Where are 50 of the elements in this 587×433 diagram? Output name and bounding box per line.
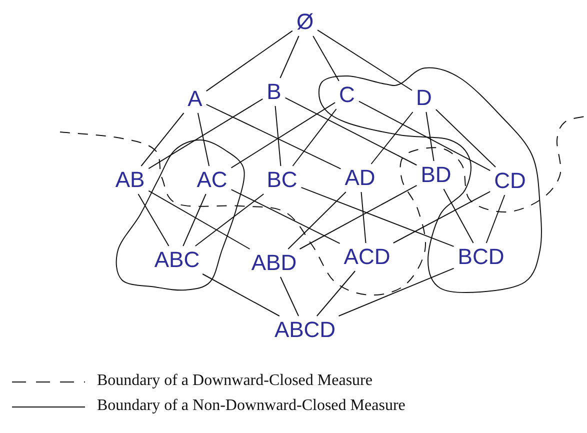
connector-line <box>284 97 418 166</box>
connector-line <box>202 274 280 316</box>
set-label: BC <box>266 168 298 192</box>
set-label: BD <box>420 163 452 187</box>
connector-line <box>486 194 506 244</box>
connector-line <box>317 30 413 91</box>
connector-line <box>182 194 206 246</box>
connector-line <box>316 270 356 316</box>
set-label: CD <box>493 169 527 193</box>
connector-line <box>443 188 474 244</box>
set-label: AD <box>344 166 376 190</box>
set-label: ABD <box>250 251 298 275</box>
connector-line <box>288 192 346 250</box>
connector-line <box>230 189 340 244</box>
connector-line <box>148 98 264 170</box>
connector-line <box>312 36 340 82</box>
legend-text: Boundary of a Non-Downward-Closed Measure <box>97 398 406 414</box>
connector-line <box>360 192 366 244</box>
connector-line <box>280 36 300 78</box>
connector-line <box>370 112 414 164</box>
connector-line <box>299 184 418 250</box>
connector-line <box>358 100 491 171</box>
legend-text: Boundary of a Downward-Closed Measure <box>97 373 372 389</box>
set-label: BCD <box>456 245 506 269</box>
connector-line <box>300 186 454 247</box>
connector-line <box>274 106 282 166</box>
set-label: AC <box>196 168 228 192</box>
connector-line <box>292 108 337 166</box>
connector-line <box>426 112 434 162</box>
set-label: ABC <box>153 248 201 272</box>
set-label: D <box>415 86 433 110</box>
connector-line <box>138 194 170 246</box>
connector-line <box>338 268 454 316</box>
connector-line <box>140 112 184 166</box>
set-label: Ø <box>295 10 315 34</box>
connector-line <box>206 30 293 92</box>
set-label: B <box>266 80 282 104</box>
connector-line <box>280 276 300 316</box>
set-label: A <box>186 87 204 111</box>
set-label: C <box>338 83 356 107</box>
connector-line <box>148 190 250 250</box>
connector-line <box>392 191 491 244</box>
connector-line <box>435 109 496 168</box>
connector-line <box>194 194 264 246</box>
connector-line <box>206 104 342 170</box>
connector-line <box>230 102 336 168</box>
connector-line <box>197 112 210 166</box>
set-label: ACD <box>342 245 392 269</box>
set-label: AB <box>114 168 146 192</box>
set-label: ABCD <box>273 318 337 342</box>
